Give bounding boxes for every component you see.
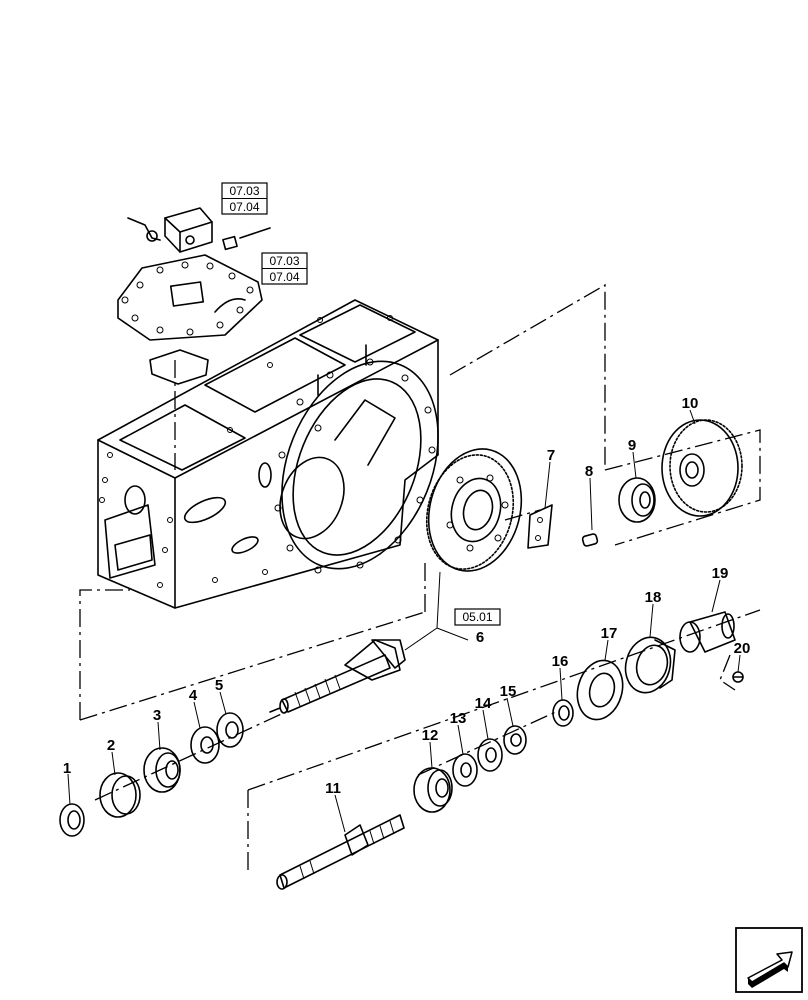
next-page-arrow-icon[interactable]	[735, 927, 803, 993]
idler-gear-parts	[527, 419, 743, 549]
callout-3: 3	[153, 707, 161, 724]
ref-label: 07.04	[229, 200, 259, 214]
callout-15: 15	[500, 683, 517, 700]
leader-lines	[67, 409, 741, 833]
callout-16: 16	[552, 653, 569, 670]
callout-1: 1	[63, 760, 71, 777]
callout-17: 17	[601, 625, 618, 642]
callout-9: 9	[628, 437, 636, 454]
gasket	[149, 349, 209, 385]
callout-5: 5	[215, 677, 223, 694]
callout-11: 11	[325, 780, 341, 797]
reference-box-3[interactable]: 05.01	[454, 608, 501, 626]
pinion-bearing-stack	[59, 712, 244, 837]
ref-label: 05.01	[462, 610, 492, 624]
callout-10: 10	[682, 395, 699, 412]
transmission-housing	[97, 299, 439, 609]
control-valve-block	[127, 207, 271, 253]
ring-gear	[425, 448, 523, 572]
callout-13: 13	[450, 710, 467, 727]
callout-2: 2	[107, 737, 115, 754]
reference-box-1[interactable]: 07.03 07.04	[221, 182, 268, 215]
callout-18: 18	[645, 589, 662, 606]
callout-12: 12	[422, 727, 439, 744]
callout-7: 7	[547, 447, 555, 464]
callout-19: 19	[712, 565, 729, 582]
ref-label: 07.03	[229, 184, 259, 198]
top-cover-plate	[117, 254, 263, 341]
output-shaft	[276, 814, 405, 890]
assembly-boundary-lines	[79, 283, 761, 870]
callout-6: 6	[476, 629, 484, 646]
callout-20: 20	[734, 640, 751, 657]
ref-label: 07.04	[269, 270, 299, 284]
callout-4: 4	[189, 687, 198, 704]
callout-numbers: 1 2 3 4 5 6 7 8 9 10 11 12 13 14 15 16 1…	[63, 395, 751, 797]
callout-8: 8	[585, 463, 593, 480]
ref-label: 07.03	[269, 254, 299, 268]
pinion-shaft	[269, 639, 406, 714]
reference-box-2[interactable]: 07.03 07.04	[261, 252, 308, 285]
callout-14: 14	[475, 695, 492, 712]
